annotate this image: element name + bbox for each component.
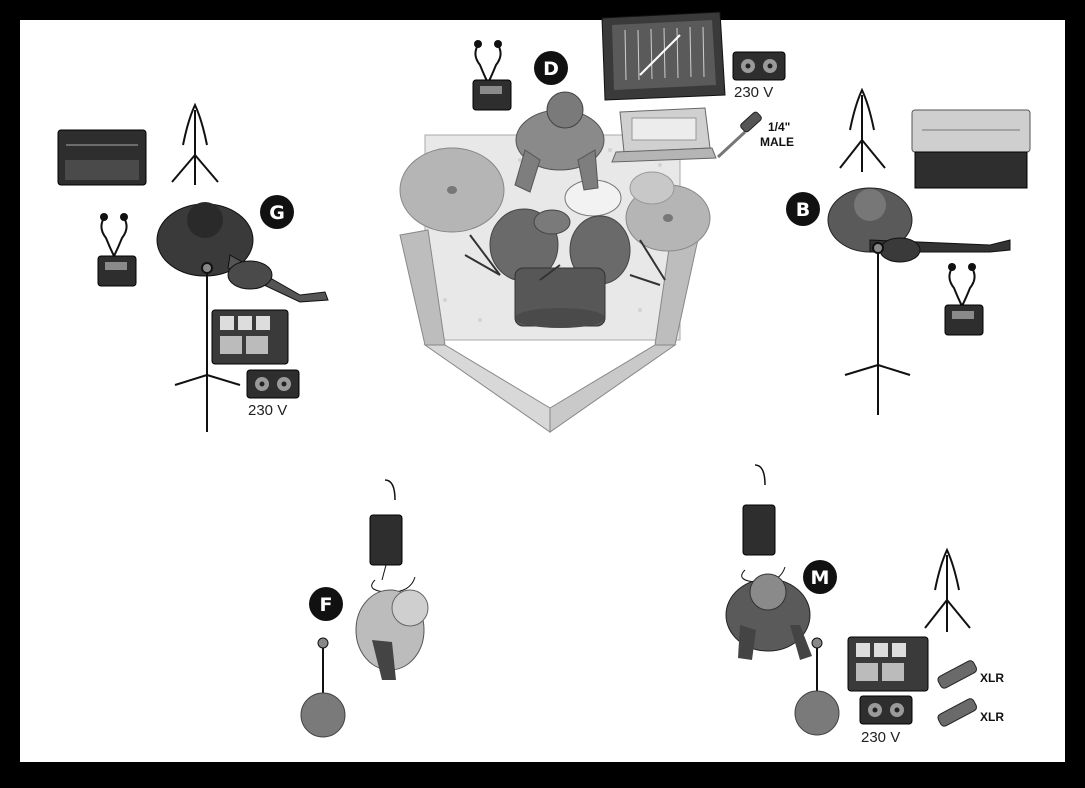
- guitarist-figure: [157, 202, 328, 302]
- guitar-power-outlet: [247, 370, 299, 398]
- male-vocal-transmitter: [742, 465, 785, 582]
- vocal-effects-unit: [848, 637, 928, 691]
- mixer-outlet-voltage: 230 V: [734, 84, 773, 101]
- guitar-stand-right: [840, 90, 885, 172]
- bassist-figure: [828, 188, 1010, 262]
- male-vocalist-figure: [726, 574, 812, 660]
- iem-receiver-icon: [98, 256, 136, 286]
- guitarist-iem: [98, 213, 136, 286]
- earphone-icon: [949, 268, 962, 306]
- badge-letter-m: M: [811, 567, 830, 589]
- male-vocal-outlet-voltage: 230 V: [861, 729, 900, 746]
- cymbal-small: [630, 172, 674, 204]
- xlr-connector-1: [937, 659, 978, 689]
- quarter-inch-jack: [718, 111, 763, 157]
- female-vocal-transmitter: [370, 480, 415, 592]
- jack-label-size: 1/4": [768, 120, 790, 134]
- position-badge-female-vocal: F: [309, 587, 343, 621]
- bass-drum-head: [515, 308, 605, 328]
- guitar-stand-male: [925, 550, 970, 632]
- drummer-iem: [473, 40, 511, 110]
- mic-stand-female: [301, 638, 345, 737]
- position-badge-male-vocal: M: [803, 560, 837, 594]
- rack-tom: [534, 210, 570, 234]
- xlr-connector-2: [937, 697, 978, 727]
- iem-receiver-icon: [473, 80, 511, 110]
- iem-receiver-icon: [945, 305, 983, 335]
- position-badge-guitar: G: [260, 195, 294, 229]
- male-vocal-power-outlet: [860, 696, 912, 724]
- guitar-outlet-voltage: 230 V: [248, 402, 287, 419]
- badge-letter-b: B: [796, 199, 810, 221]
- position-badge-bass: B: [786, 192, 820, 226]
- guitar-pedalboard: [212, 310, 288, 364]
- position-badge-drummer: D: [534, 51, 568, 85]
- earphone-icon: [475, 45, 488, 83]
- bass-amp: [912, 110, 1030, 188]
- xlr-label-2: XLR: [980, 710, 1004, 724]
- mixer-power-outlet: [733, 52, 785, 80]
- laptop: [612, 108, 716, 162]
- xlr-label-1: XLR: [980, 671, 1004, 685]
- jack-label-gender: MALE: [760, 135, 794, 149]
- guitar-amp: [58, 130, 146, 185]
- badge-letter-g: G: [269, 202, 285, 224]
- cymbal-right-bell: [663, 214, 673, 222]
- mixing-console: [602, 12, 725, 100]
- mic-stand-bassist: [845, 243, 910, 415]
- female-vocalist-figure: [356, 590, 428, 680]
- badge-letter-d: D: [543, 58, 559, 80]
- cymbal-left-bell: [447, 186, 457, 194]
- badge-letter-f: F: [320, 594, 333, 616]
- earphone-icon: [101, 218, 114, 256]
- bassist-iem: [945, 263, 983, 335]
- guitar-stand-left: [172, 105, 218, 185]
